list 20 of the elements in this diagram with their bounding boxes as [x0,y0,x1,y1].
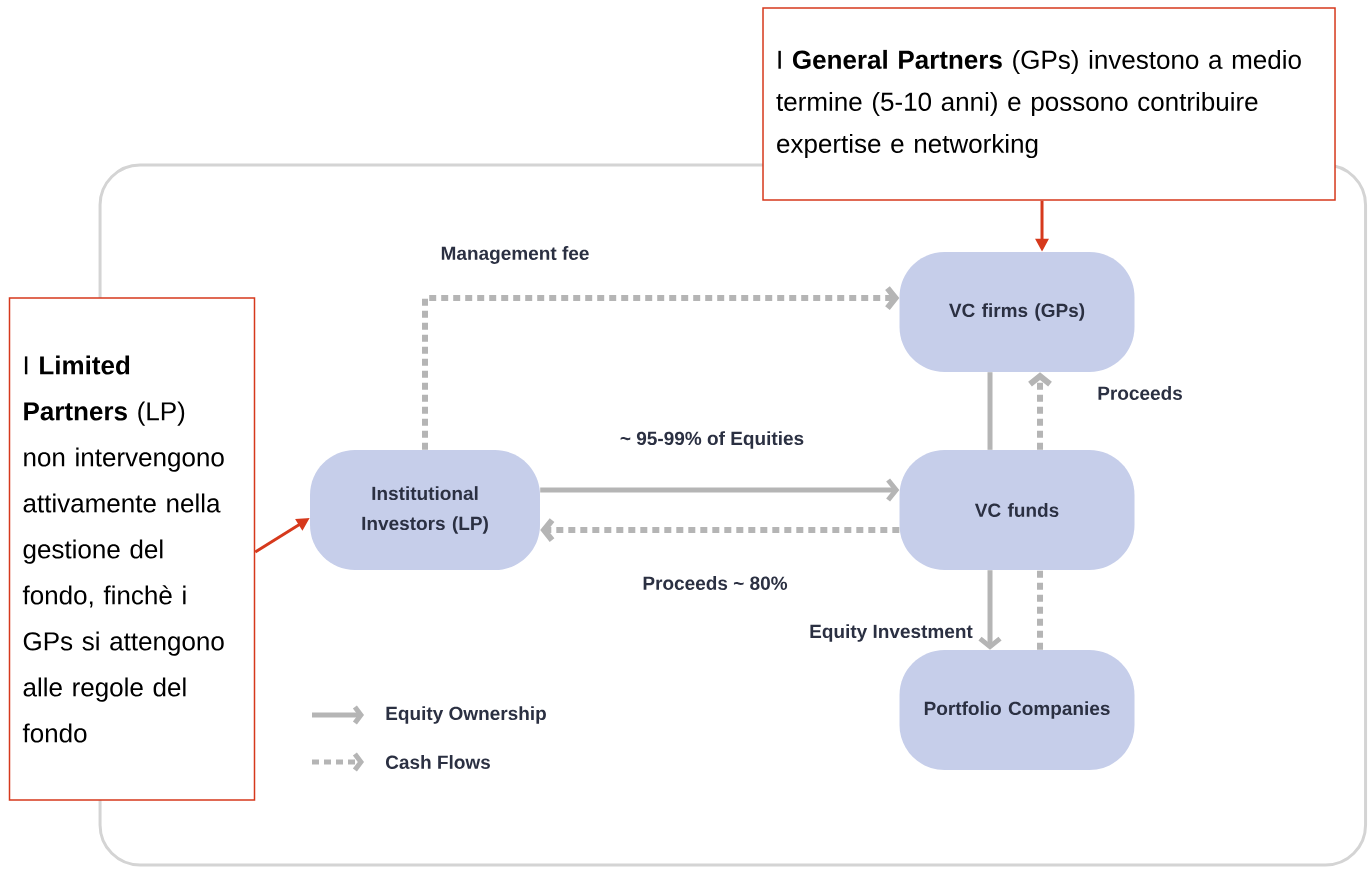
arrow [540,518,900,542]
callout-box: I General Partners (GPs) investono a medio termine (5-10 anni) e possono contribuire expertise e networking [762,7,1336,201]
legend-text: Cash Flows [386,755,490,769]
arrow [540,478,900,502]
connector-line [1037,570,1043,650]
legend-text: Equity Ownership [386,706,546,724]
arrow [422,286,900,450]
rounded-box: Institutional Investors (LP) [310,450,540,570]
callout-box: I Limited Partners (LP) non intervengono attivamente nella gestione del fondo, finchè i GPs si attengono alle regole del fondo [8,297,256,801]
edge-label: Proceeds [1095,384,1185,402]
rounded-box: VC firms (GPs) [899,252,1135,372]
arrow [1028,372,1052,450]
rounded-box: Portfolio Companies [899,650,1135,770]
edge-label: Proceeds ~ 80% [640,574,790,592]
edge-label: Equity Investment [807,622,975,644]
arrow [978,570,1002,650]
rounded-box: VC funds [899,450,1135,570]
edge-label: Management fee [438,244,592,266]
connector-line [987,372,993,450]
edge-label: ~ 95-99% of Equities [617,429,807,451]
